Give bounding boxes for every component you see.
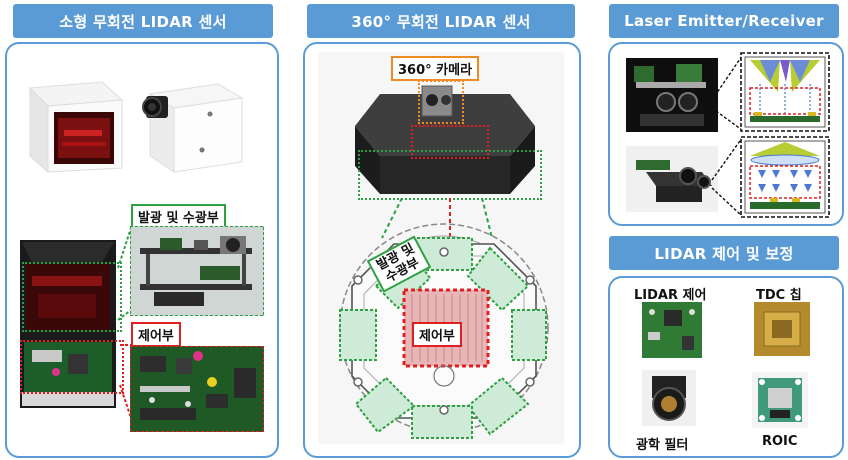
octagon-lidar-top-view-schematic <box>339 198 549 439</box>
tdc-chip-item-label: TDC 칩 <box>756 288 802 303</box>
laser-emitter-schematic <box>740 52 830 132</box>
right-top-section-title: Laser Emitter/Receiver <box>609 4 839 38</box>
tdc-chip-photo <box>754 302 810 356</box>
control-label-left: 제어부 <box>131 322 181 347</box>
small-lidar-camera-cube-image <box>142 83 244 173</box>
camera-highlight-frame <box>418 80 464 124</box>
optical-filter-photo <box>642 370 696 426</box>
control-highlight-frame <box>20 340 124 394</box>
center-section-title: 360° 무회전 LIDAR 센서 <box>307 4 575 38</box>
lidar-control-item-label: LIDAR 제어 <box>634 288 707 303</box>
control-board-photo <box>130 346 264 432</box>
laser-emitter-photo-2 <box>626 146 718 212</box>
laser-emitter-photo-1 <box>626 58 718 132</box>
small-lidar-open-photo <box>20 240 116 408</box>
emitter-connector-lines <box>711 55 743 217</box>
left-connector-lines <box>117 227 132 419</box>
right-bottom-section-title: LIDAR 제어 및 보정 <box>609 236 839 270</box>
optical-filter-item-label: 광학 필터 <box>636 438 689 453</box>
roic-item-label: ROIC <box>762 434 798 449</box>
emit-recv-module-photo <box>130 226 264 316</box>
emit-recv-highlight-frame-3d <box>358 150 542 200</box>
small-lidar-red-cube-image <box>28 81 124 174</box>
roic-board-photo <box>752 372 808 428</box>
control-highlight-frame-3d <box>411 125 489 159</box>
lidar-control-board-photo <box>642 302 702 358</box>
left-section-title: 소형 무회전 LIDAR 센서 <box>13 4 273 38</box>
control-label-center: 제어부 <box>412 322 462 347</box>
emit-recv-highlight-frame <box>22 262 122 332</box>
laser-receiver-schematic <box>740 136 830 218</box>
